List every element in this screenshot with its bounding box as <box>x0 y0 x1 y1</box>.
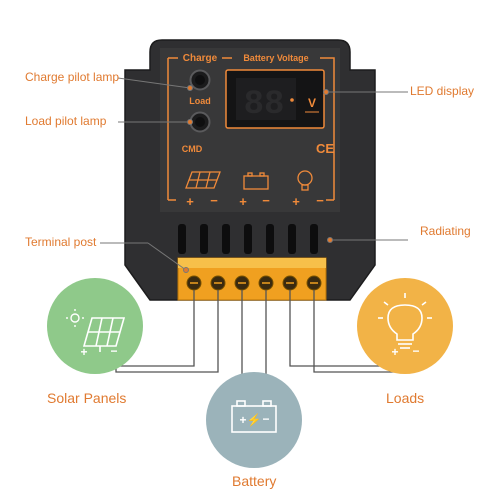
sun-icon <box>66 309 84 327</box>
light-bulb-icon <box>297 170 313 191</box>
svg-text:−: − <box>110 344 117 358</box>
svg-text:−: − <box>262 412 269 426</box>
svg-text:+: + <box>239 413 246 427</box>
display-digits: 88 <box>244 86 285 124</box>
callout-charge-pilot-lamp: Charge pilot lamp <box>25 70 120 84</box>
polarity-marks: +− +− +− <box>186 193 324 209</box>
callout-load-pilot-lamp: Load pilot lamp <box>25 114 107 128</box>
battery-voltage-label: Battery Voltage <box>243 53 308 63</box>
solar-panels-label: Solar Panels <box>47 390 127 406</box>
display-unit: V <box>308 96 316 110</box>
callout-radiating: Radiating <box>420 224 471 238</box>
loads-light-bulb-icon <box>378 293 432 349</box>
terminal-screws <box>186 275 322 291</box>
svg-text:+: + <box>186 194 194 209</box>
load-pilot-lamp <box>189 111 211 133</box>
terminal-block <box>177 257 327 301</box>
charge-pilot-lamp <box>189 69 211 91</box>
callout-terminal-post: Terminal post <box>25 235 97 249</box>
svg-text:+: + <box>391 345 398 359</box>
svg-text:−: − <box>316 193 324 208</box>
battery-icon <box>243 172 269 190</box>
svg-text:+: + <box>239 194 247 209</box>
battery-module: + − ⚡ <box>206 372 302 468</box>
radiating-vents <box>178 224 318 254</box>
battery-module-icon <box>231 400 277 433</box>
callout-led-display: LED display <box>410 84 475 98</box>
charge-label: Charge <box>183 53 218 64</box>
svg-text:⚡: ⚡ <box>247 413 262 427</box>
solar-module-panel-icon <box>82 317 126 352</box>
svg-text:−: − <box>412 344 419 358</box>
loads-label: Loads <box>386 390 425 406</box>
led-display: 88 V <box>225 69 325 129</box>
faceplate-frame <box>167 57 335 201</box>
svg-text:−: − <box>262 193 270 208</box>
callout-leaders <box>100 77 408 273</box>
battery-label: Battery <box>232 473 277 489</box>
svg-text:+: + <box>80 345 87 359</box>
loads-module: +− <box>357 278 453 374</box>
ce-mark: CE <box>316 141 334 156</box>
cmd-label: CMD <box>182 144 203 154</box>
solar-panels-module: +− <box>47 278 143 374</box>
load-label: Load <box>189 96 211 106</box>
solar-panel-icon <box>185 171 221 189</box>
svg-text:−: − <box>210 193 218 208</box>
svg-text:+: + <box>292 194 300 209</box>
